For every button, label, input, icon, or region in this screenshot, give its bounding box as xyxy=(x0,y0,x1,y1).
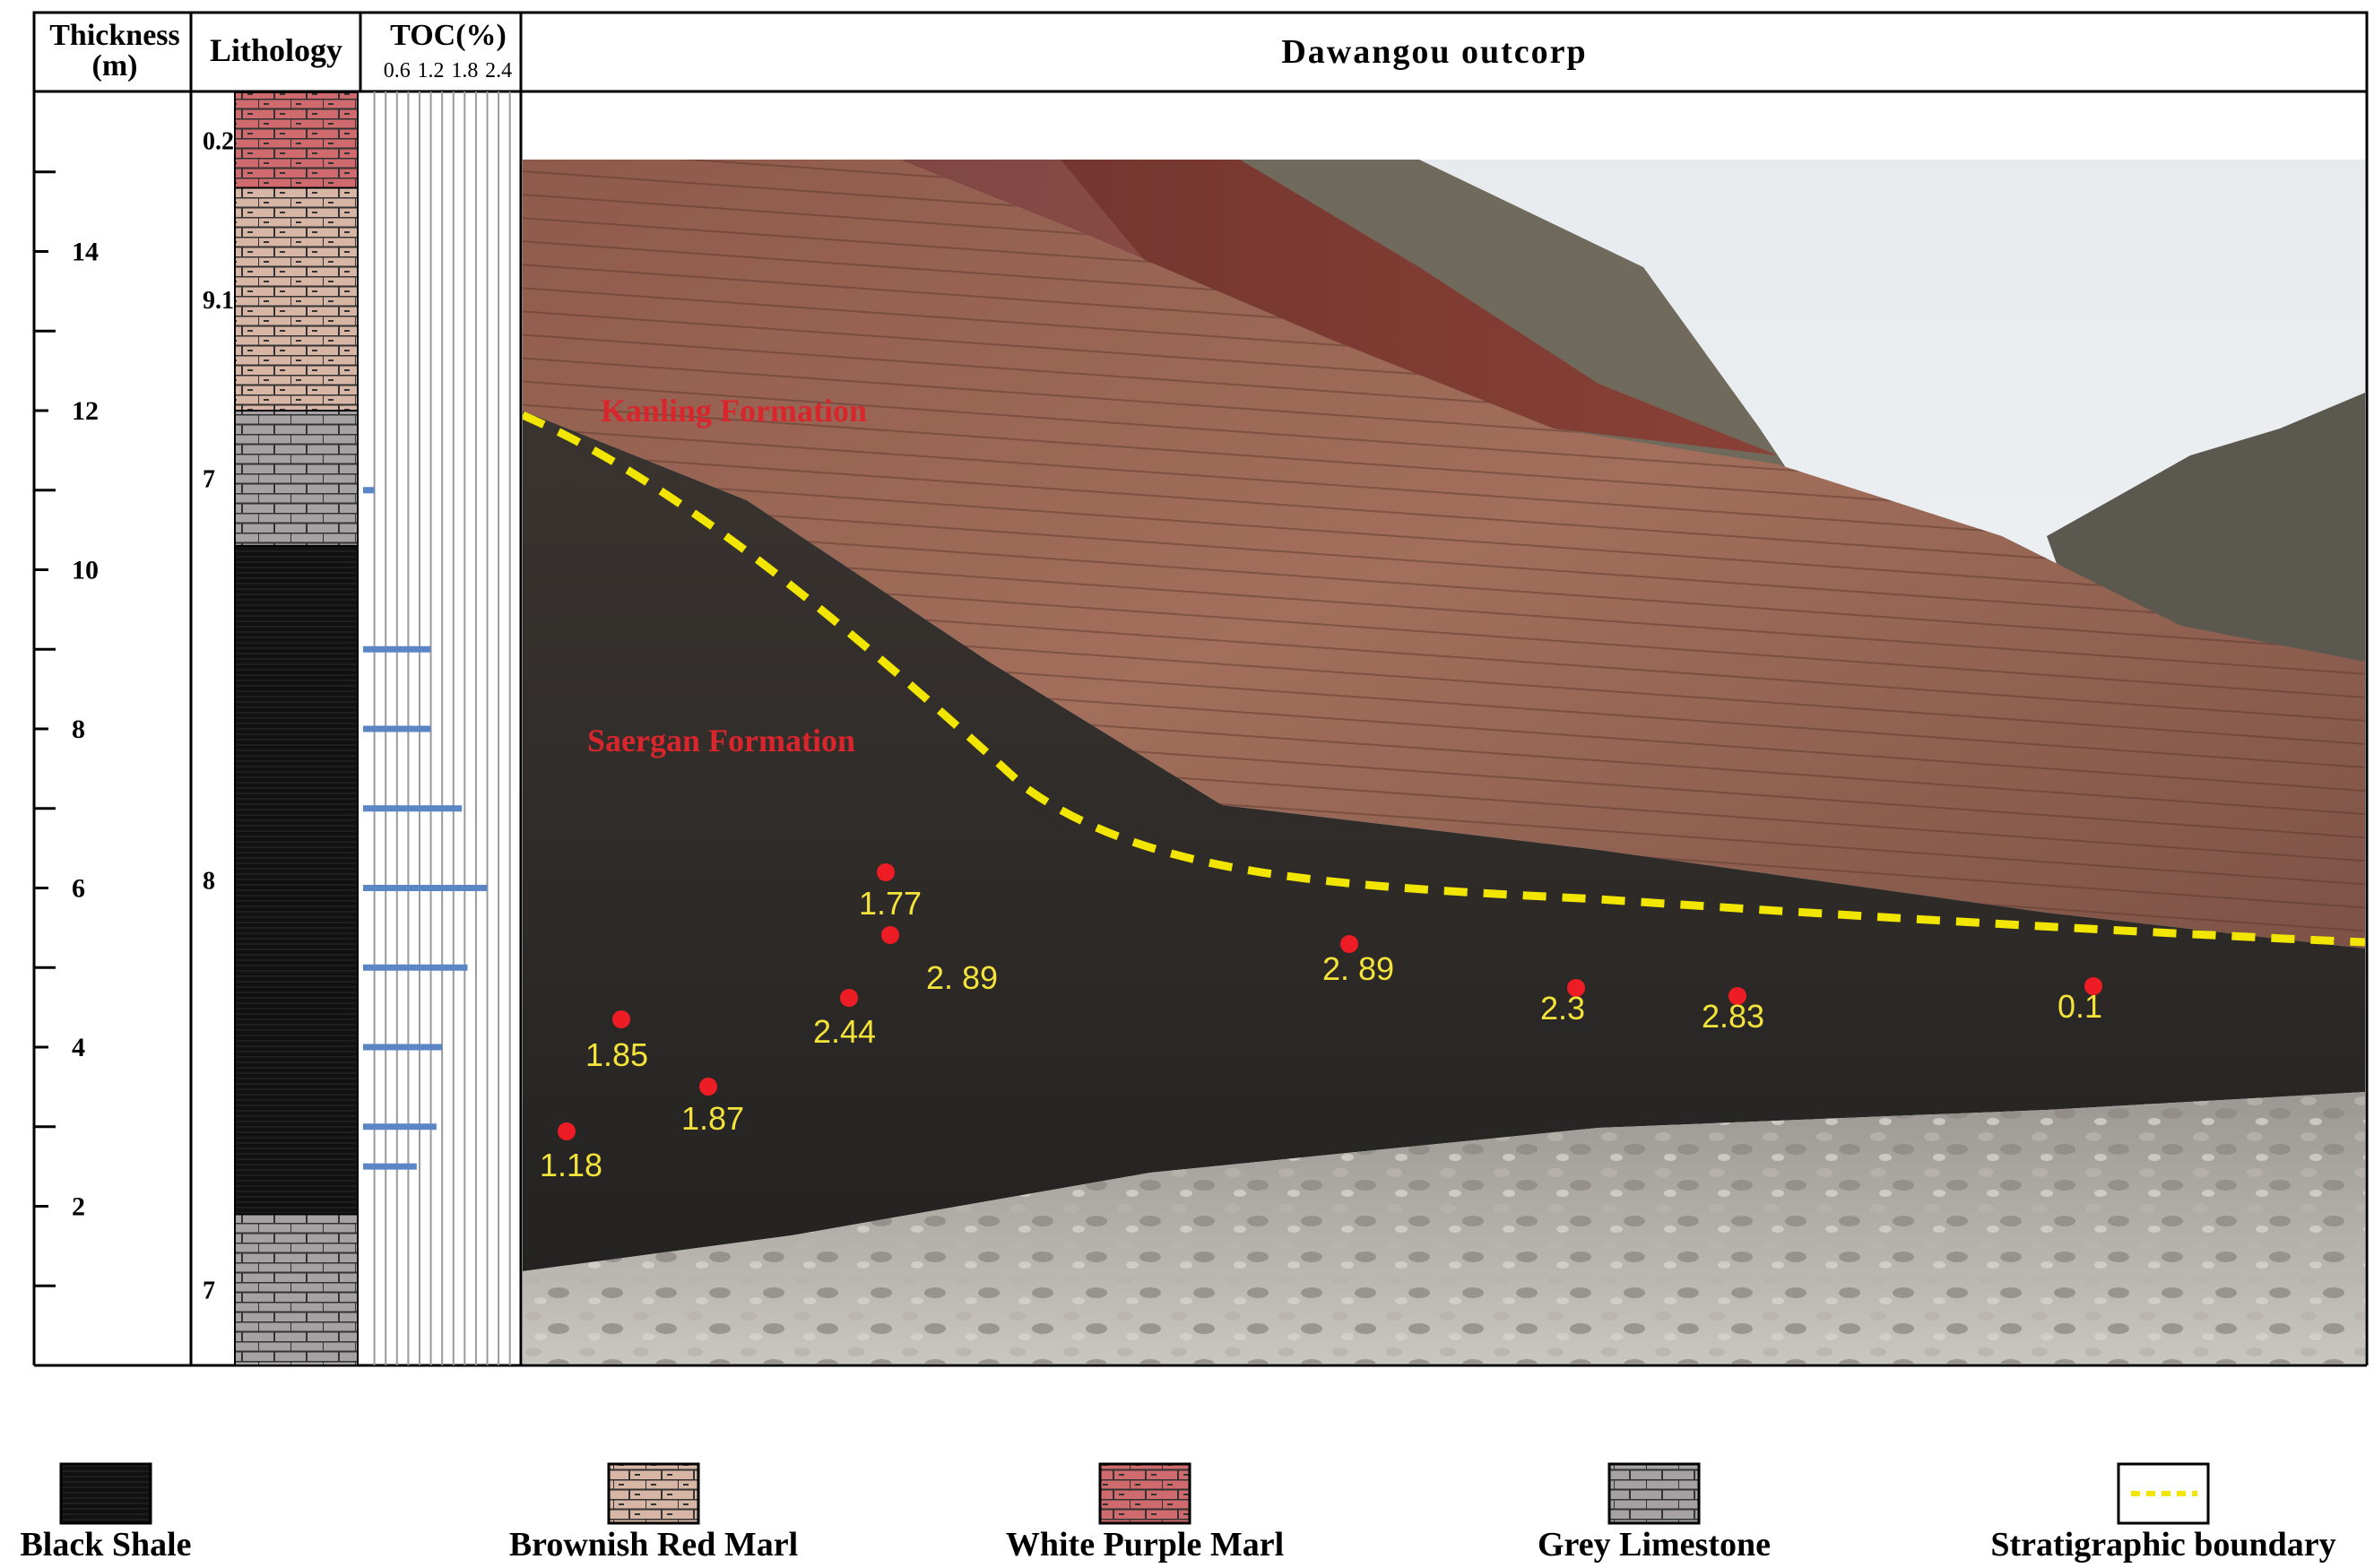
depth-tick-label: 14 xyxy=(72,238,99,267)
lithology-column: 7 8 7 9.1 0.2 xyxy=(203,91,359,1366)
lithology-unit-grey-limestone xyxy=(234,410,359,547)
toc-bar xyxy=(363,805,463,812)
depth-tick-label: 4 xyxy=(72,1033,85,1062)
toc-tick-label: 0.6 xyxy=(384,59,411,82)
legend-swatch xyxy=(607,1462,700,1525)
legend-label: Stratigraphic boundary xyxy=(1990,1526,2335,1564)
depth-tick-label: 2 xyxy=(72,1192,85,1222)
sample-dot xyxy=(2084,977,2102,995)
depth-tick-label: 12 xyxy=(72,396,99,426)
depth-tick-label: 6 xyxy=(72,874,85,904)
toc-bar xyxy=(363,1123,437,1131)
sample-dot xyxy=(1567,979,1585,997)
outcrop-title: Dawangou outcorp xyxy=(1281,33,1587,71)
legend-item-purple: White Purple Marl xyxy=(1006,1462,1284,1564)
formation-label-saergan: Saergan Formation xyxy=(587,723,855,758)
legend-swatch xyxy=(59,1462,152,1525)
lithology-unit-white-purple-marl xyxy=(234,91,359,189)
lithology-unit-label: 8 xyxy=(203,868,215,896)
legend-item-grey: Grey Limestone xyxy=(1538,1462,1771,1564)
header-row: Thickness (m) Lithology TOC(%) 0.6 1.2 1.8… xyxy=(32,11,2369,93)
legend-label: Grey Limestone xyxy=(1538,1526,1771,1564)
thickness-header: Thickness xyxy=(49,19,180,52)
toc-bar xyxy=(363,964,468,971)
legend: Black Shale Brownish Red Marl White Purple… xyxy=(20,1462,2336,1564)
sample-toc-label: 1.87 xyxy=(681,1100,744,1137)
sample-toc-label: 0.1 xyxy=(2058,988,2102,1025)
toc-tick-label: 2.4 xyxy=(485,59,512,82)
sample-dot xyxy=(699,1078,717,1096)
lithology-header: Lithology xyxy=(210,32,342,68)
formation-label-kanling: Kanling Formation xyxy=(601,393,867,429)
outcrop-photo: Kanling Formation Saergan Formation 1.18… xyxy=(523,160,2365,1364)
sample-dot xyxy=(840,989,858,1007)
sample-toc-label: 2.83 xyxy=(1702,998,1764,1035)
lithology-unit-label: 7 xyxy=(203,465,215,493)
sample-dot xyxy=(877,863,895,881)
legend-swatch xyxy=(1098,1462,1191,1525)
toc-bars xyxy=(363,487,488,1170)
sample-toc-label: 1.85 xyxy=(585,1036,648,1073)
sample-toc-label: 2. 89 xyxy=(926,959,998,996)
legend-item-shale: Black Shale xyxy=(20,1462,192,1564)
depth-tick-label: 10 xyxy=(72,556,99,585)
thickness-unit: (m) xyxy=(92,49,138,82)
sample-toc-label: 1.77 xyxy=(859,885,922,922)
legend-swatch xyxy=(1607,1462,1701,1525)
column-frame xyxy=(32,91,2369,1367)
toc-bar xyxy=(363,1163,417,1170)
sample-dot xyxy=(1729,987,1746,1005)
legend-label: White Purple Marl xyxy=(1006,1526,1284,1564)
sample-dot xyxy=(612,1010,630,1028)
lithology-unit-label: 7 xyxy=(203,1278,215,1305)
toc-bar xyxy=(363,725,431,732)
sample-toc-label: 2. 89 xyxy=(1322,950,1394,987)
toc-bar xyxy=(363,645,431,653)
depth-axis: 2 4 6 8 10 12 14 xyxy=(34,170,99,1287)
toc-tick-label: 1.2 xyxy=(418,59,445,82)
lithology-unit-label: 0.2 xyxy=(203,127,234,155)
toc-bar xyxy=(363,487,375,494)
sample-dot xyxy=(558,1122,576,1140)
stratigraphic-boundary-line xyxy=(523,411,2365,947)
saergan-shale xyxy=(523,411,2365,1271)
lithology-unit-brownish-red-marl xyxy=(234,186,359,411)
sample-dot xyxy=(881,926,899,944)
lithology-unit-grey-limestone xyxy=(234,1213,359,1366)
legend-item-brown: Brownish Red Marl xyxy=(509,1462,798,1564)
sample-toc-label: 1.18 xyxy=(540,1147,602,1183)
toc-bar xyxy=(363,885,488,891)
sample-toc-label: 2.3 xyxy=(1540,990,1585,1027)
toc-tick-labels: 0.6 1.2 1.8 2.4 xyxy=(384,59,512,82)
legend-label: Brownish Red Marl xyxy=(509,1526,798,1564)
lithology-unit-label: 9.1 xyxy=(203,287,234,315)
sample-dot xyxy=(1340,935,1358,953)
lithology-unit-black-shale xyxy=(234,544,359,1216)
legend-item-boundary: Stratigraphic boundary xyxy=(1990,1462,2336,1564)
legend-label: Black Shale xyxy=(20,1526,191,1564)
toc-tick-label: 1.8 xyxy=(451,59,478,82)
toc-bar xyxy=(363,1044,443,1051)
sample-toc-label: 2.44 xyxy=(813,1013,876,1050)
toc-header: TOC(%) xyxy=(390,19,507,52)
depth-tick-label: 8 xyxy=(72,715,85,744)
